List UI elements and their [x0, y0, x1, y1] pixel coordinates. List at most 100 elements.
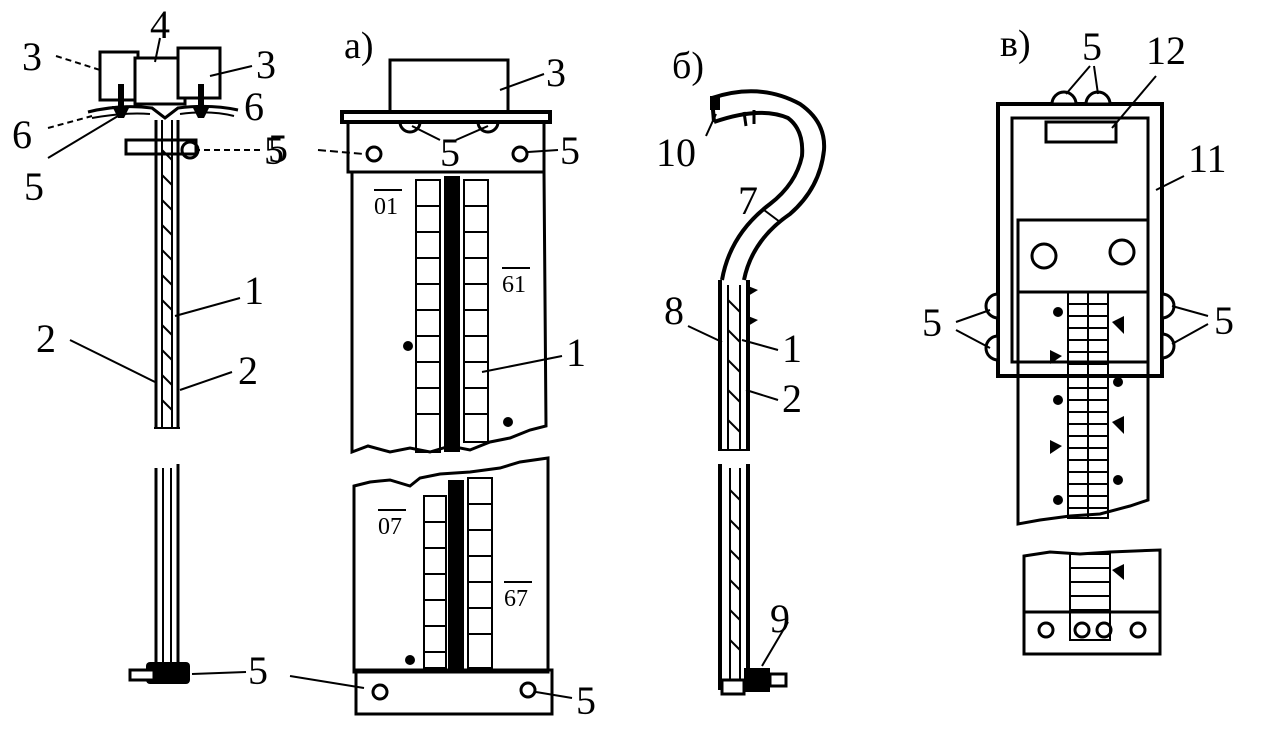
a-top-block-3 — [388, 58, 510, 114]
v-lower-hole-4 — [1129, 621, 1147, 639]
v-wedge-4 — [1050, 440, 1062, 454]
left-strip-hatch — [161, 149, 173, 411]
panel-label-b: б) — [672, 45, 704, 87]
a-hole-5-left — [365, 145, 383, 163]
v-dot-2 — [1053, 395, 1063, 405]
a-leader-3 — [499, 73, 545, 91]
left-flange-6-under-b — [179, 111, 235, 117]
v-bump-5b — [1084, 90, 1112, 106]
a-lower-strip-left — [423, 495, 447, 669]
v-wedge-1 — [1112, 316, 1124, 334]
mark-07: 07 — [378, 514, 402, 540]
b-leader-9 — [761, 621, 789, 667]
a-bottom-hole-5-right — [519, 681, 537, 699]
v-upper-panel — [1016, 292, 1150, 526]
panel-label-a: а) — [344, 25, 374, 67]
v-side-bump-left-b — [984, 334, 1000, 362]
left-leader-3b — [209, 65, 253, 77]
v-leader-11 — [1155, 175, 1185, 191]
left-screw-shaft-b — [198, 84, 204, 108]
v-terminal-cells — [1068, 303, 1108, 509]
left-side-view — [47, 37, 260, 684]
mark-67: 67 — [504, 586, 528, 612]
v-leader-5-left-b — [955, 329, 991, 349]
mark-01: 01 — [374, 194, 398, 220]
label-5: 5 — [440, 130, 460, 175]
label-8: 8 — [664, 288, 684, 333]
left-leader-1 — [174, 297, 241, 317]
a-screw-5b — [476, 121, 500, 134]
b-clip-10 — [710, 96, 720, 110]
left-flange-6 — [87, 104, 239, 120]
v-bracket-11-outer — [996, 102, 1164, 378]
b-leader-10 — [705, 113, 717, 137]
label-11: 11 — [1188, 136, 1227, 181]
label-3: 3 — [256, 42, 276, 87]
label-1: 1 — [782, 326, 802, 371]
v-dot-1 — [1053, 307, 1063, 317]
v-side-bump-left-a — [984, 292, 1000, 320]
v-mount-hole-left — [1030, 242, 1058, 270]
left-leader-4 — [154, 37, 161, 63]
label-10: 10 — [656, 130, 696, 175]
v-wedge-2 — [1050, 350, 1062, 364]
b-leader-1 — [741, 339, 779, 351]
v-dot-5 — [1113, 475, 1123, 485]
b-bottom-foot — [720, 678, 746, 696]
left-screw-shaft-a — [118, 84, 124, 108]
label-2: 2 — [782, 376, 802, 421]
v-lower-terminal-cells — [1070, 567, 1110, 611]
v-bump-5a — [1050, 90, 1078, 106]
a-lower-strip-right — [467, 477, 493, 669]
label-7: 7 — [738, 178, 758, 223]
label-6: 6 — [12, 112, 32, 157]
left-leader-6a — [47, 115, 93, 129]
label-5: 5 — [1214, 298, 1234, 343]
a-leader-5-right — [527, 149, 559, 153]
a-upper-dot-left — [403, 341, 413, 351]
b-hook-teeth — [742, 110, 756, 127]
v-dot-4 — [1113, 377, 1123, 387]
v-leader-5-top-a — [1065, 65, 1091, 95]
b-bar-lower-hatch — [729, 489, 741, 651]
label-5: 5 — [248, 648, 268, 693]
a-lower-strip-right-cells — [468, 503, 492, 635]
label-1: 1 — [244, 268, 264, 313]
label-5: 5 — [264, 128, 284, 173]
label-5: 5 — [268, 126, 288, 171]
v-lower-panel — [1022, 548, 1162, 656]
left-leader-5a — [47, 115, 119, 159]
label-9: 9 — [770, 596, 790, 641]
b-hook-7-inner — [713, 110, 805, 281]
v-leader-5-left-a — [955, 309, 991, 323]
a-leader-1 — [481, 355, 563, 373]
a-leader-5-bottom-right — [535, 691, 573, 699]
b-leader-2 — [745, 389, 779, 401]
label-5: 5 — [560, 128, 580, 173]
label-3: 3 — [22, 34, 42, 79]
left-bottom-bolt-head — [128, 668, 156, 682]
v-plate-12 — [1044, 120, 1118, 144]
b-tooth-a — [748, 286, 758, 296]
label-3: 3 — [546, 50, 566, 95]
left-leader-2a — [69, 339, 156, 383]
v-leader-12 — [1111, 75, 1157, 129]
label-5: 5 — [922, 300, 942, 345]
left-leader-2b — [179, 371, 233, 391]
a-leader-5-bottom-left — [289, 675, 365, 689]
left-screw-5a — [112, 106, 130, 118]
left-leader-3a — [55, 55, 101, 71]
v-leader-5-top-b — [1093, 65, 1099, 95]
left-bottom-bolt-5 — [146, 662, 190, 684]
label-5: 5 — [24, 164, 44, 209]
label-2: 2 — [238, 348, 258, 393]
v-dot-3 — [1053, 495, 1063, 505]
a-lower-panel — [352, 456, 550, 674]
v-leader-5-right-b — [1171, 323, 1209, 345]
v-lower-hole-3 — [1095, 621, 1113, 639]
label-12: 12 — [1146, 28, 1186, 73]
panel-b-side-view — [687, 89, 827, 696]
panel-v-front-view — [955, 65, 1209, 656]
panel-label-v: в) — [1000, 23, 1031, 65]
a-upper-strip-left — [415, 179, 441, 453]
